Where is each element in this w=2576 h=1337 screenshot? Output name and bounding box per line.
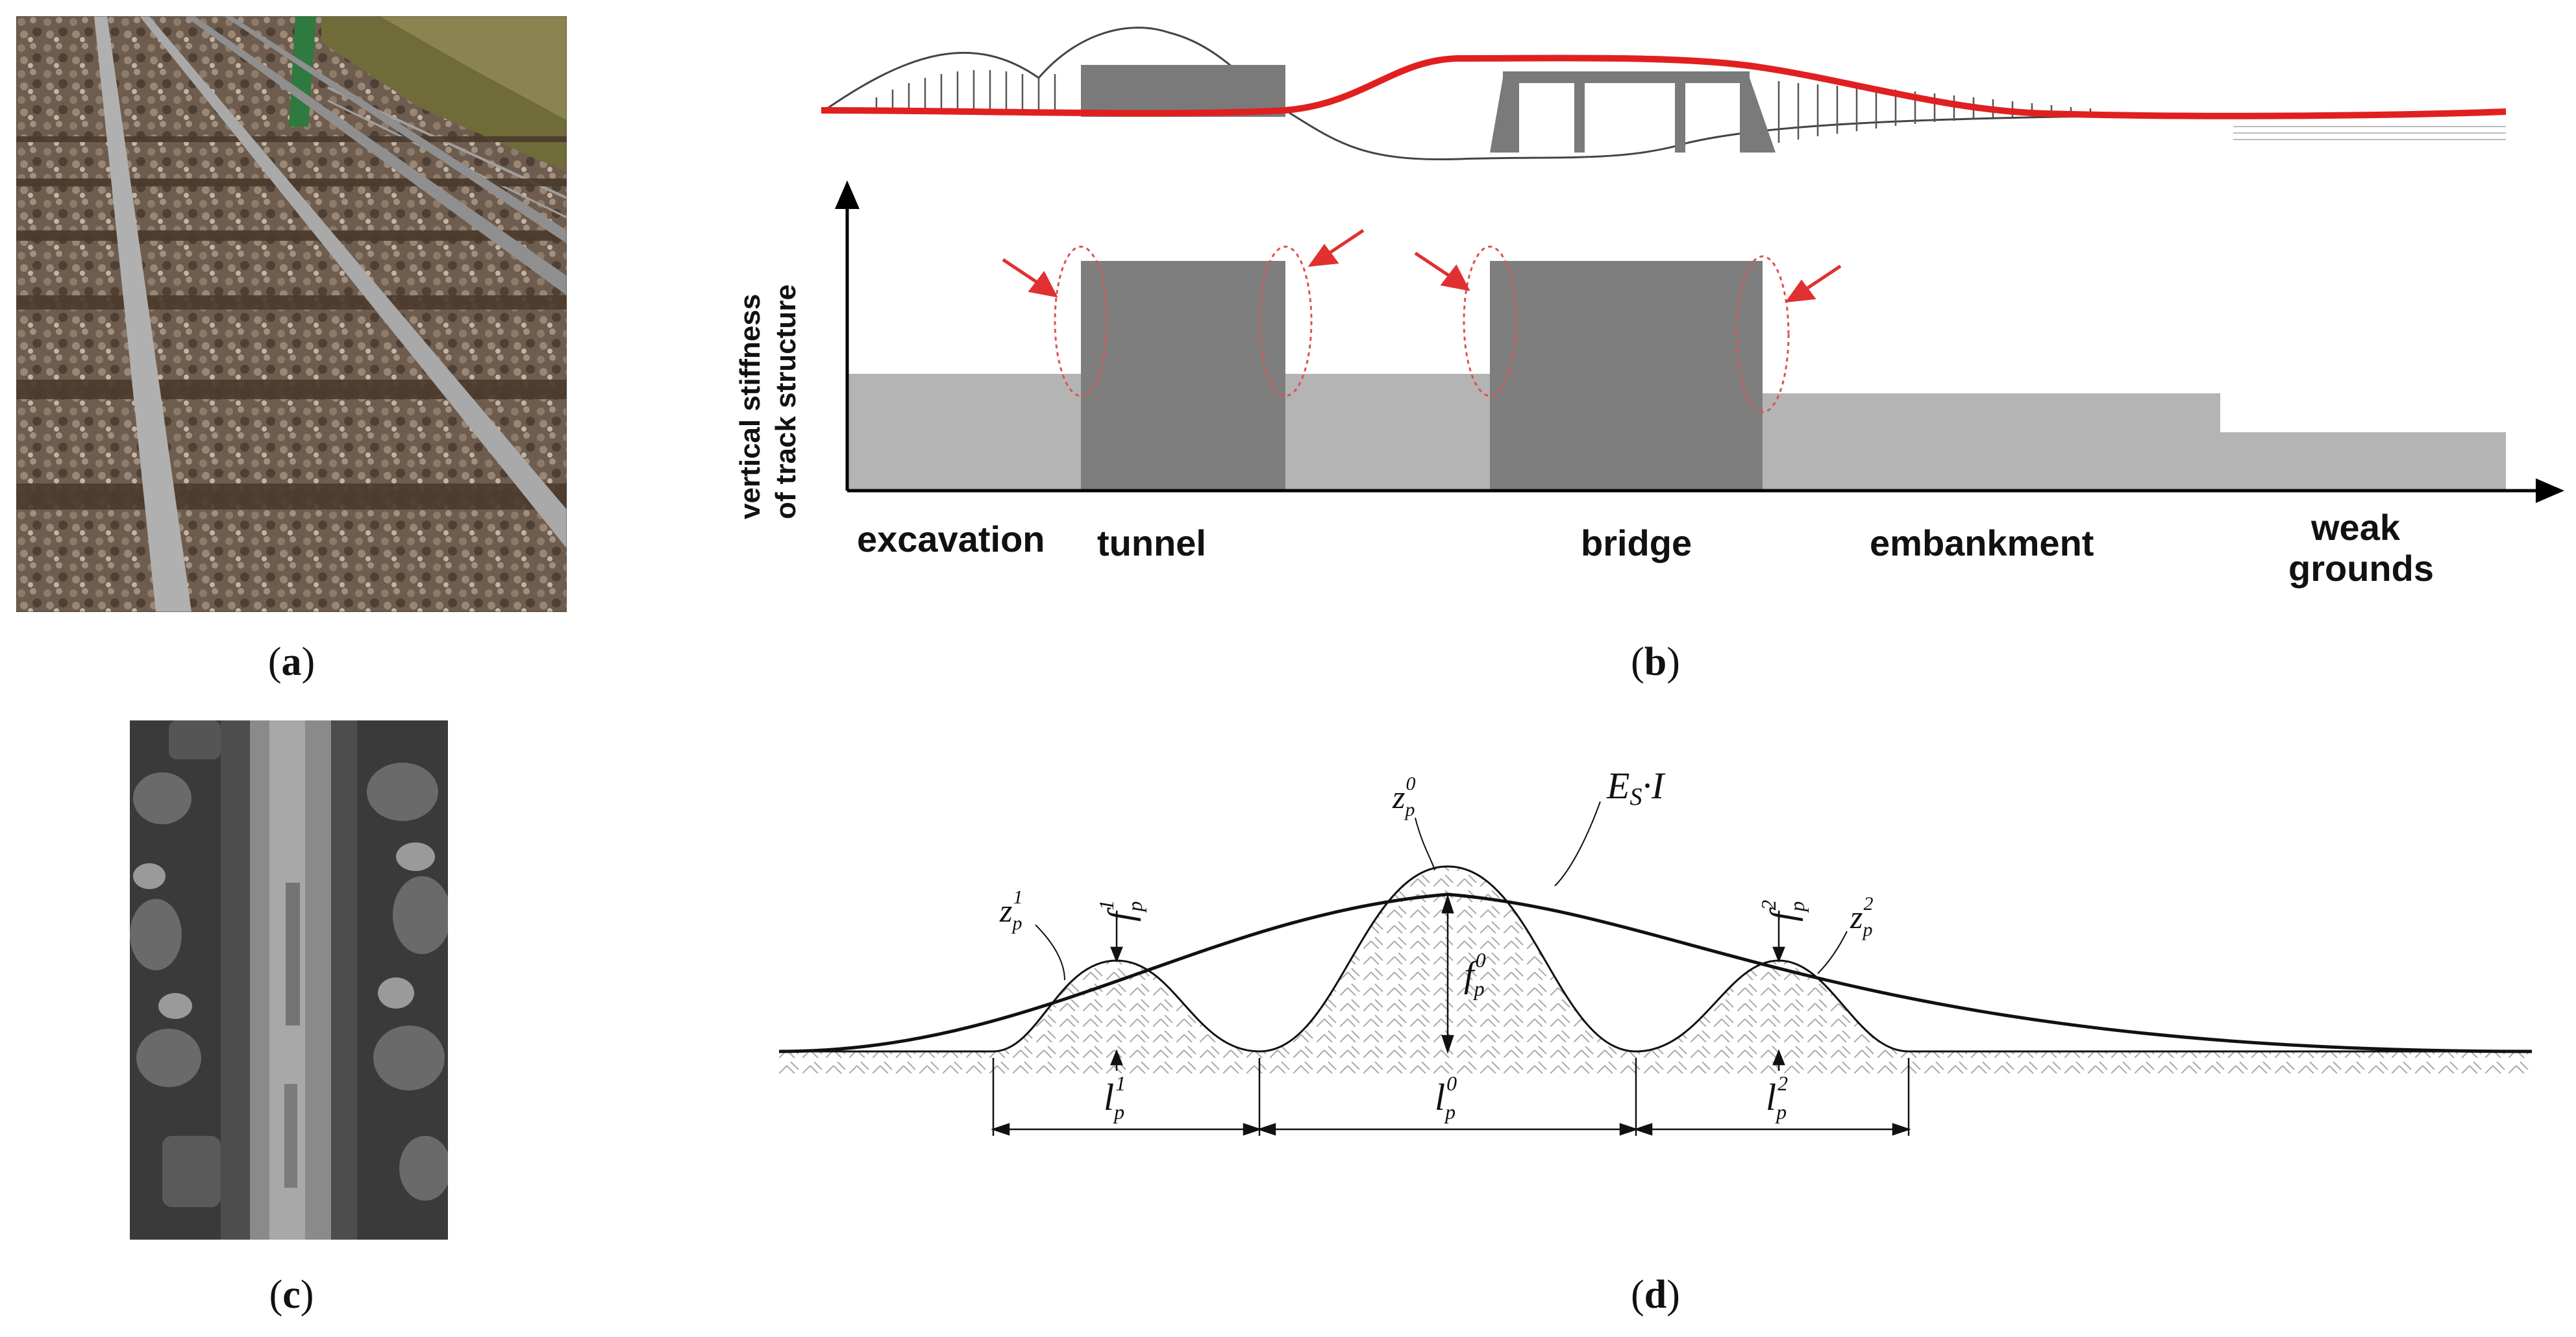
settlement-curve (824, 27, 2305, 161)
beam-deflection-curve (779, 892, 2533, 1053)
arrow-marker-2 (1307, 228, 1365, 267)
label-l2: lp2 (1766, 1072, 1788, 1123)
section-label-weak-line1: weak (2310, 507, 2401, 548)
stiffness-diagram-svg: vertical stiffness of track structure ex… (734, 27, 2564, 589)
section-label-embankment: embankment (1870, 522, 2094, 563)
caption-b: (b) (1631, 640, 1680, 684)
label-EsI: ES·I (1606, 765, 1666, 811)
caption-c-letter: c (282, 1273, 301, 1317)
y-axis-arrow (835, 180, 860, 209)
stiffness-bar-tunnel (1081, 261, 1285, 491)
label-f0: fp0 (1464, 948, 1486, 1000)
label-f1: fp1 (1095, 900, 1146, 922)
l1-dimension (991, 1123, 1262, 1136)
deflection-hatch-right (1777, 81, 2092, 143)
section-label-bridge: bridge (1581, 522, 1692, 563)
caption-b-letter: b (1644, 640, 1667, 684)
section-label-excavation: excavation (857, 519, 1045, 559)
deflection-hatch-left (875, 70, 1056, 110)
bridge-structure (1490, 71, 1776, 153)
arrow-marker-1 (1002, 258, 1058, 298)
section-label-weak-line2: grounds (2288, 548, 2434, 589)
transition-marker-tunnel-exit (1258, 245, 1313, 397)
x-axis-arrow (2536, 478, 2564, 503)
z0-leader (1415, 817, 1435, 870)
label-l1: lp1 (1104, 1072, 1126, 1123)
z1-leader (1035, 924, 1065, 981)
f1-dimension (1110, 912, 1123, 1071)
stiffness-bar-bridge (1490, 261, 1763, 491)
track-profile (821, 27, 2507, 161)
transition-marker-excavation-tunnel (1054, 245, 1108, 397)
section-label-tunnel: tunnel (1097, 522, 1206, 563)
soil-surface-line (779, 865, 2532, 1053)
soil-profile (779, 866, 2532, 1077)
stiffness-bar-weak-grounds (2220, 432, 2506, 491)
photo-rail-closeup (130, 720, 448, 1240)
caption-a-letter: a (281, 640, 302, 684)
l2-dimension (1633, 1123, 1911, 1136)
deflection-geometry-svg: ES·I zp0 zp1 zp2 fp0 fp1 fp2 lp1 lp0 lp2 (779, 765, 2533, 1136)
caption-c: (c) (269, 1273, 314, 1317)
photo-railway-track (16, 16, 567, 612)
f0-dimension (1441, 894, 1454, 1054)
ground-hatch (2233, 126, 2506, 140)
stiffness-bar-embankment (1763, 393, 2220, 491)
diagram-deflection-geometry: ES·I zp0 zp1 zp2 fp0 fp1 fp2 lp1 lp0 lp2 (779, 746, 2576, 1214)
caption-d-letter: d (1644, 1273, 1667, 1317)
y-axis-label-line2: of track structure (770, 284, 802, 519)
label-z2: zp2 (1850, 893, 1873, 940)
transition-marker-bridge-exit (1735, 255, 1790, 413)
label-l0: lp0 (1435, 1072, 1457, 1123)
stiffness-chart: vertical stiffness of track structure ex… (734, 180, 2564, 589)
arrow-marker-3 (1414, 251, 1470, 291)
label-z1: zp1 (999, 887, 1022, 934)
z2-leader (1817, 931, 1848, 974)
photo-railway-track-image (16, 16, 567, 612)
track-deflection-line (821, 55, 2507, 119)
stiffness-bar-excavation (847, 374, 1081, 491)
arrow-marker-4 (1785, 264, 1842, 303)
diagram-stiffness-transitions: vertical stiffness of track structure ex… (714, 6, 2576, 604)
EsI-leader (1554, 801, 1601, 887)
caption-a: (a) (267, 640, 316, 684)
f2-dimension (1772, 912, 1785, 1071)
y-axis-label-line1: vertical stiffness (734, 294, 766, 519)
stiffness-bar-mid (1285, 374, 1490, 491)
label-f2: fp2 (1757, 900, 1809, 922)
photo-rail-closeup-image (130, 720, 448, 1240)
l0-dimension (1257, 1123, 1639, 1136)
label-z0: zp0 (1392, 773, 1415, 820)
caption-d: (d) (1631, 1273, 1680, 1317)
transition-marker-bridge-entry (1463, 245, 1517, 397)
tunnel-structure (1081, 65, 1285, 117)
